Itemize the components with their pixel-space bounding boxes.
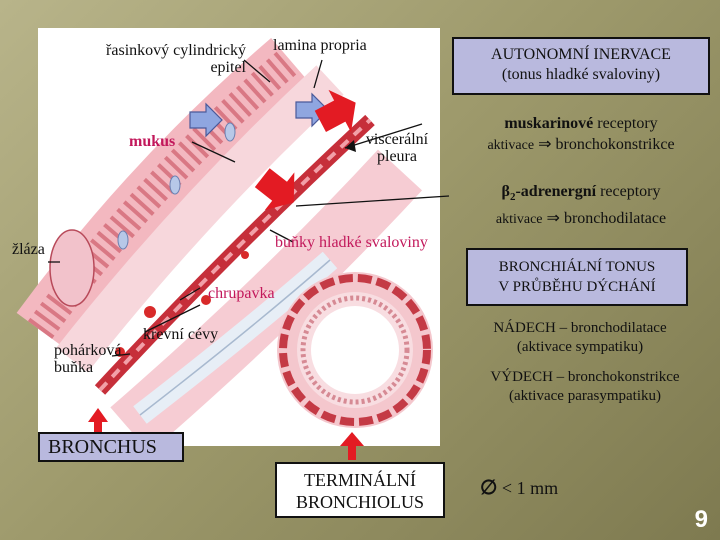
diameter-icon: ∅	[480, 477, 497, 499]
autonomni-subtitle: (tonus hladké svaloviny)	[454, 65, 708, 85]
label-hladke-svaloviny: buňky hladké svaloviny	[275, 234, 428, 251]
label-visceralni-pleura: viscerální pleura	[357, 131, 437, 165]
diameter-label: ∅ < 1 mm	[480, 480, 558, 497]
vydech-text: VÝDECH – bronchokonstrikce (aktivace par…	[460, 368, 710, 406]
nadech-text: NÁDECH – bronchodilatace (aktivace sympa…	[460, 319, 700, 357]
beta-section: β2-adrenergní receptory aktivace ⇒ bronc…	[452, 181, 710, 230]
terminal-bronchiolus-box: TERMINÁLNÍ BRONCHIOLUS	[275, 462, 445, 518]
label-chrupavka: chrupavka	[208, 285, 275, 302]
autonomni-inervace-box: AUTONOMNÍ INERVACE (tonus hladké svalovi…	[452, 37, 710, 95]
label-zlaza: žláza	[12, 241, 45, 258]
label-mukus: mukus	[129, 133, 175, 150]
label-epitel: řasinkový cylindrický epitel	[60, 42, 246, 76]
page-number: 9	[695, 506, 708, 534]
label-poharkova-bunka: pohárková buňka	[54, 342, 122, 376]
bronchus-box: BRONCHUS	[38, 432, 184, 462]
muskarin-section: muskarinové receptory aktivace ⇒ broncho…	[452, 113, 710, 156]
terminal-bronchiolus-ring	[277, 272, 433, 428]
label-krevni-cevy: krevní cévy	[143, 326, 218, 343]
label-lamina-propria: lamina propria	[273, 37, 367, 54]
bronchialni-tonus-box: BRONCHIÁLNÍ TONUS V PRŮBĚHU DÝCHÁNÍ	[466, 248, 688, 306]
autonomni-title: AUTONOMNÍ INERVACE	[454, 45, 708, 65]
